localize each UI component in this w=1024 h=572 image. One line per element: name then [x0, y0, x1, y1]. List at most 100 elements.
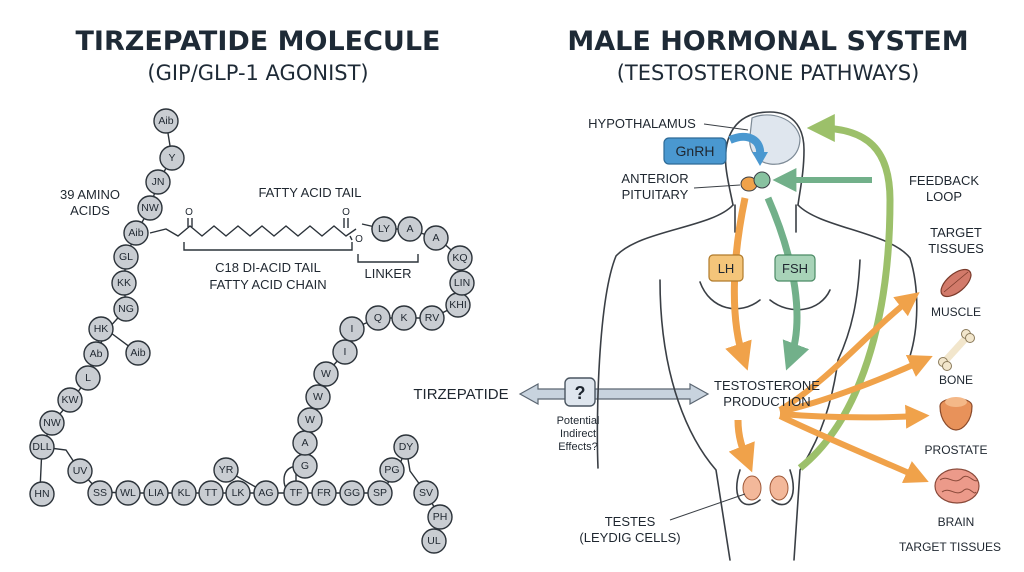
bead-label: AG	[258, 487, 273, 499]
bead-circle	[283, 480, 309, 506]
prostate-icon	[939, 397, 973, 431]
bead-label: KQ	[452, 252, 467, 264]
c18-label: FATTY ACID CHAIN	[209, 277, 326, 292]
bead-label: W	[313, 391, 323, 403]
bead-circle	[123, 220, 149, 246]
amino-acid-bead: KHI	[445, 292, 471, 318]
bead-label: PH	[433, 511, 448, 523]
amino-acid-bead: Aib	[125, 340, 151, 366]
question-box	[564, 377, 596, 407]
amino-acid-bead: SV	[413, 480, 439, 506]
amino-count-label: 39 AMINO	[60, 187, 120, 202]
bead-circle	[413, 480, 439, 506]
bead-circle	[113, 296, 139, 322]
bead-circle	[111, 270, 137, 296]
amino-acid-bead: LIN	[449, 270, 475, 296]
bead-label: HK	[94, 323, 109, 335]
bead-label: Ab	[90, 348, 103, 360]
bead-label: SP	[373, 487, 387, 499]
amino-acid-bead: AG	[253, 480, 279, 506]
amino-acid-bead: SP	[367, 480, 393, 506]
testosterone-production-label: TESTOSTERONE	[714, 378, 820, 393]
feedback-loop-arrow	[797, 114, 894, 471]
oxygen-label: O	[355, 234, 363, 245]
left-title: TIRZEPATIDE MOLECULE	[76, 26, 441, 57]
bead-label: NG	[118, 303, 134, 315]
amino-acid-bead: HK	[88, 316, 114, 342]
bead-circle	[29, 434, 55, 460]
gnrh-label: GnRH	[676, 143, 715, 159]
amino-acid-bead: TF	[283, 480, 309, 506]
bead-circle	[88, 316, 114, 342]
right-subtitle: (TESTOSTERONE PATHWAYS)	[617, 61, 920, 85]
bead-circle	[125, 340, 151, 366]
bead-circle	[113, 244, 139, 270]
amino-acid-bead: UL	[421, 528, 447, 554]
bead-label: W	[321, 368, 331, 380]
bead-circle	[379, 457, 405, 483]
bead-label: Q	[374, 312, 382, 324]
bead-circle	[339, 480, 365, 506]
amino-acid-bead: GL	[113, 244, 139, 270]
testes-shape	[735, 469, 795, 506]
amino-acid-bead: W	[297, 407, 323, 433]
feedback-loop-label: LOOP	[926, 189, 962, 204]
amino-count-label: ACIDS	[70, 203, 110, 218]
amino-acid-bead: Y	[159, 145, 185, 171]
lh-arrow	[725, 197, 752, 371]
bead-label: LY	[378, 223, 390, 235]
amino-acid-bead: TT	[198, 480, 224, 506]
gnrh-arrow	[663, 132, 768, 166]
bead-label: K	[400, 312, 407, 324]
fsh-arrow	[764, 196, 809, 371]
amino-acid-bead: RV	[419, 305, 445, 331]
bead-label: L	[85, 372, 91, 384]
c18-label: C18 DI-ACID TAIL	[215, 260, 321, 275]
brain-label: BRAIN	[938, 515, 975, 529]
bead-label: Y	[168, 152, 175, 164]
bead-circle	[145, 169, 171, 195]
bead-label: Aib	[130, 347, 145, 359]
bead-label: UV	[73, 465, 88, 477]
target-tissues-label: TARGET	[930, 225, 982, 240]
bead-label: SV	[419, 487, 433, 499]
bead-label: HN	[34, 488, 49, 500]
amino-acid-bead: W	[305, 384, 331, 410]
bead-label: W	[305, 414, 315, 426]
amino-acid-bead: PH	[427, 504, 453, 530]
bead-label: Aib	[158, 115, 173, 127]
bead-circle	[83, 341, 109, 367]
bead-circle	[137, 195, 163, 221]
testes-label: TESTES	[605, 514, 656, 529]
amino-acid-bead: NW	[39, 410, 65, 436]
amino-acid-bead: PG	[379, 457, 405, 483]
amino-acid-bead: G	[292, 453, 318, 479]
amino-acid-bead: I	[332, 339, 358, 365]
bead-label: PG	[384, 464, 399, 476]
bead-circle	[371, 216, 397, 242]
bead-label: LK	[232, 487, 245, 499]
amino-acid-bead: L	[75, 365, 101, 391]
bead-label: WL	[120, 487, 136, 499]
bead-label: DLL	[32, 441, 51, 453]
left-subtitle: (GIP/GLP-1 AGONIST)	[147, 61, 368, 85]
bead-circle	[421, 528, 447, 554]
question-mark: ?	[575, 383, 586, 403]
bead-circle	[57, 387, 83, 413]
amino-acid-bead: Ab	[83, 341, 109, 367]
target-tissues-label: TISSUES	[928, 241, 984, 256]
bead-circle	[311, 480, 337, 506]
lh-label: LH	[718, 261, 735, 276]
tirzepatide-link-arrow	[518, 377, 710, 407]
bead-label: I	[344, 346, 347, 358]
bead-circle	[332, 339, 358, 365]
amino-acid-bead: NG	[113, 296, 139, 322]
muscle-label: MUSCLE	[931, 305, 981, 319]
prostate-label: PROSTATE	[925, 443, 988, 457]
tirzepatide-label: TIRZEPATIDE	[413, 386, 508, 403]
bead-circle	[153, 108, 179, 134]
bead-circle	[75, 365, 101, 391]
testes-leader	[669, 493, 746, 521]
